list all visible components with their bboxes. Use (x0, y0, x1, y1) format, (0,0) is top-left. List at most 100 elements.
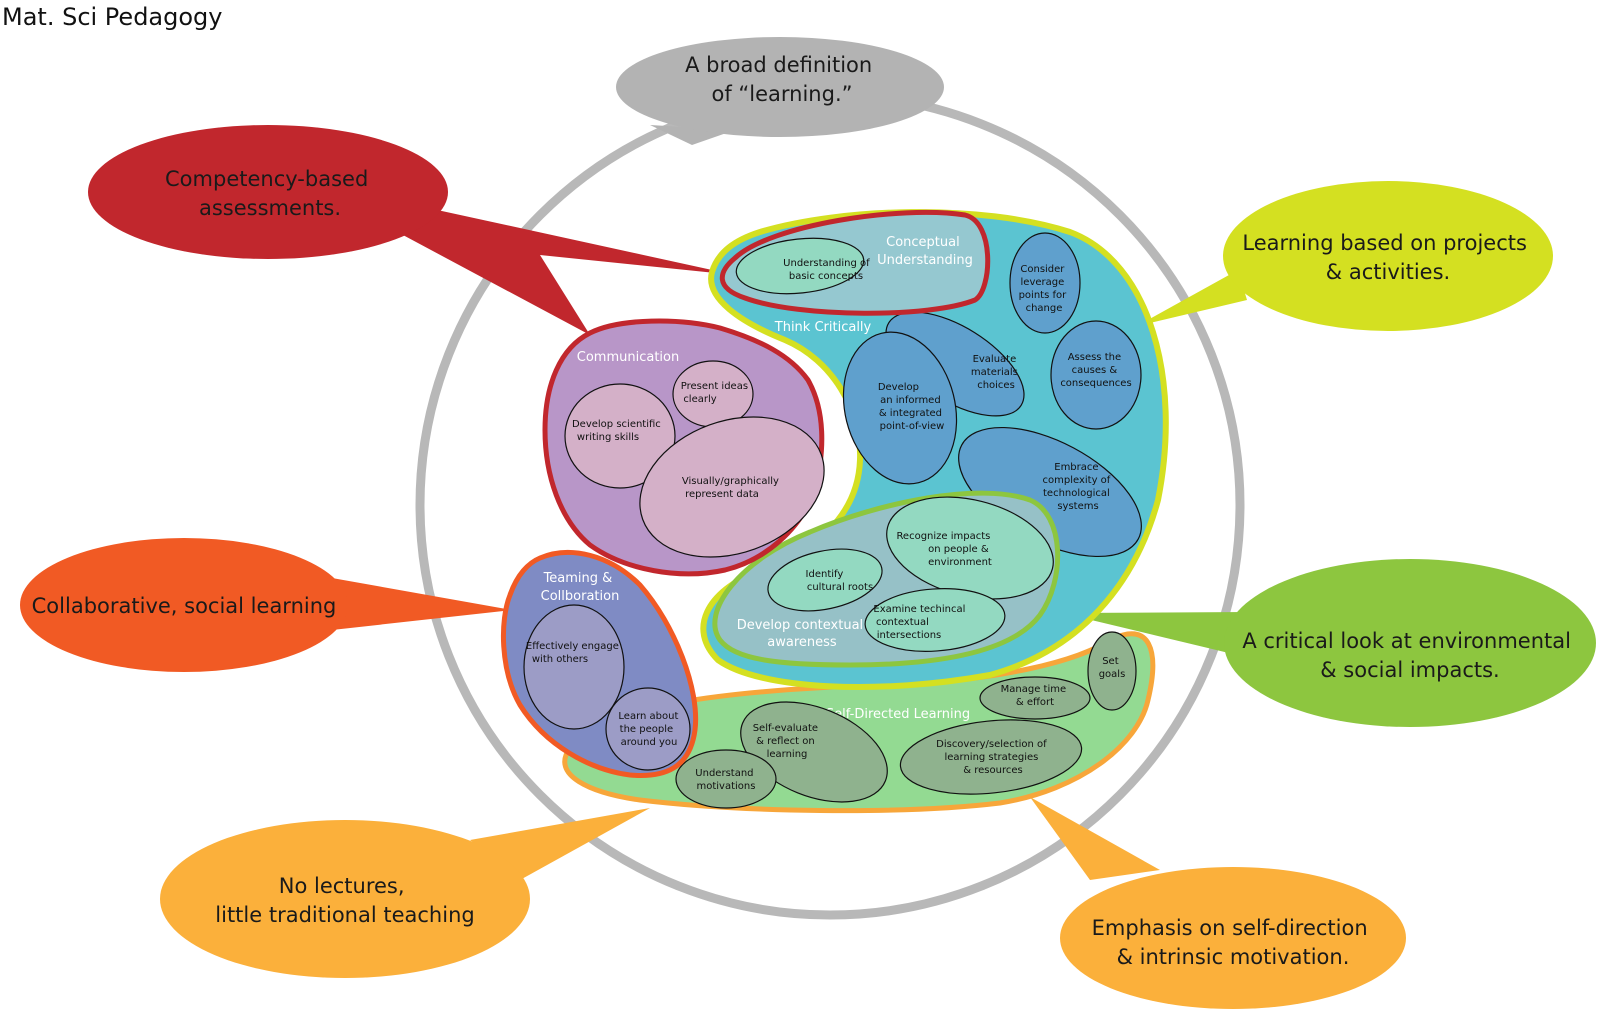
callout-critical-text: A critical look at environmental & socia… (1242, 629, 1577, 682)
item-text-line: Present ideas (681, 381, 748, 392)
item-basic-concepts (735, 237, 865, 295)
item-text-line: points for (1019, 290, 1068, 301)
item-text-line: Embrace (1054, 462, 1098, 473)
item-examine-technical-text: Examine techincal contextual intersectio… (873, 604, 968, 641)
callout-critical-line: & social impacts. (1320, 658, 1499, 682)
item-evaluate-materials-text: Evaluate materials choices (971, 354, 1021, 391)
callout-critical-line: A critical look at environmental (1242, 629, 1571, 653)
item-text-line: basic concepts (789, 271, 863, 282)
item-text-line: systems (1057, 501, 1098, 512)
item-text-line: goals (1099, 669, 1126, 680)
item-text-line: an informed (880, 395, 941, 406)
item-embrace-complexity-text: Embrace complexity of technological syst… (1043, 462, 1114, 512)
cluster-think-critically-label: Think Critically (774, 320, 872, 335)
item-text-line: Evaluate (973, 354, 1017, 365)
cluster-label-line: awareness (767, 635, 837, 650)
item-consider-leverage-text: Consider leverage points for change (1019, 264, 1070, 314)
item-text-line: with others (532, 654, 588, 665)
callout-competency-line: assessments. (199, 196, 341, 220)
item-text-line: & resources (963, 765, 1022, 776)
item-text-line: change (1026, 303, 1063, 314)
item-understand-motivations-text: Understand motivations (695, 768, 756, 792)
item-visual-data-text: Visually/graphically represent data (682, 476, 782, 500)
item-examine-technical (864, 588, 1006, 652)
item-manage-time-text: Manage time & effort (1001, 684, 1070, 708)
callout-lectures-text: No lectures, little traditional teaching (215, 874, 474, 927)
callout-lectures-line: No lectures, (279, 874, 405, 898)
item-text-line: cultural roots (807, 582, 873, 593)
item-text-line: clearly (683, 394, 716, 405)
callout-projects: Learning based on projects & activities. (1137, 181, 1553, 331)
item-text-line: writing skills (577, 432, 639, 443)
cluster-label-line: Collboration (541, 589, 620, 604)
cluster-communication-label: Communication (577, 350, 679, 365)
item-text-line: Set (1102, 656, 1119, 667)
item-text-line: Develop scientific (572, 419, 661, 430)
cluster-communication: Communication Present ideas clearly Deve… (542, 318, 825, 577)
item-self-evaluate (740, 701, 888, 803)
item-text-line: Understanding of (783, 258, 870, 269)
callout-competency-text: Competency-based assessments. (165, 167, 375, 220)
callout-learning: A broad definition of “learning.” (616, 37, 944, 145)
cluster-contextual: Develop contextual awareness Recognize i… (712, 490, 1061, 668)
item-identify-cultural-roots (767, 548, 883, 612)
page-title: Mat. Sci Pedagogy (2, 3, 223, 31)
cluster-conceptual-label: Conceptual Understanding (877, 235, 973, 268)
callout-collaborative-line: Collaborative, social learning (32, 594, 337, 618)
item-manage-time (979, 676, 1091, 720)
item-learn-people (605, 687, 691, 771)
item-assess-causes-text: Assess the causes & consequences (1060, 352, 1131, 389)
item-text-line: Learn about (618, 711, 678, 722)
item-text-line: choices (977, 380, 1015, 391)
item-set-goals-text: Set goals (1099, 656, 1126, 680)
callout-collaborative-text: Collaborative, social learning (32, 594, 337, 618)
item-text-line: Develop (878, 382, 919, 393)
item-text-line: represent data (685, 489, 759, 500)
item-effectively-engage-text: Effectively engage with others (526, 641, 622, 665)
item-text-line: point-of-view (880, 421, 945, 432)
item-text-line: Discovery/selection of (936, 739, 1047, 750)
item-text-line: Examine techincal (873, 604, 965, 615)
cluster-label-line: Teaming & (543, 571, 613, 586)
callout-projects-line: & activities. (1326, 260, 1450, 284)
item-text-line: learning (767, 749, 808, 760)
item-text-line: around you (621, 737, 678, 748)
item-text-line: technological (1043, 488, 1110, 499)
item-text-line: materials (971, 367, 1018, 378)
item-scientific-writing-text: Develop scientific writing skills (572, 419, 664, 443)
item-text-line: & integrated (879, 408, 942, 419)
item-text-line: Identify (806, 569, 844, 580)
callout-selfdirection-text: Emphasis on self-direction & intrinsic m… (1092, 916, 1375, 969)
item-recognize-impacts-text: Recognize impacts on people & environmen… (896, 531, 993, 568)
callout-competency-line: Competency-based (165, 167, 368, 191)
cluster-contextual-label: Develop contextual awareness (737, 618, 868, 650)
callout-lectures-line: little traditional teaching (215, 903, 474, 927)
item-text-line: Self-evaluate (753, 723, 818, 734)
item-set-goals (1087, 631, 1137, 711)
callout-competency: Competency-based assessments. (88, 125, 735, 335)
item-text-line: Visually/graphically (682, 476, 779, 487)
item-text-line: contextual (876, 617, 929, 628)
item-understand-motivations (675, 749, 777, 809)
callout-selfdirection-line: & intrinsic motivation. (1117, 945, 1350, 969)
item-assess-causes (1050, 320, 1142, 430)
item-text-line: Understand (695, 768, 753, 779)
callout-collaborative: Collaborative, social learning (20, 538, 512, 672)
item-develop-pov-text: Develop an informed & integrated point-o… (878, 382, 945, 432)
callout-selfdirection-line: Emphasis on self-direction (1092, 916, 1368, 940)
item-text-line: environment (928, 557, 992, 568)
callout-projects-text: Learning based on projects & activities. (1242, 231, 1533, 284)
cluster-self-directed-label: Self-Directed Learning (826, 707, 970, 722)
item-text-line: consequences (1060, 378, 1131, 389)
cluster-label-line: Conceptual (886, 235, 960, 250)
item-text-line: on people & (928, 544, 989, 555)
item-text-line: Recognize impacts (896, 531, 990, 542)
item-text-line: Consider (1020, 264, 1065, 275)
item-text-line: intersections (877, 630, 942, 641)
item-text-line: complexity of (1043, 475, 1111, 486)
cluster-label-line: Understanding (877, 253, 973, 268)
item-text-line: the people (620, 724, 674, 735)
item-text-line: learning strategies (944, 752, 1038, 763)
